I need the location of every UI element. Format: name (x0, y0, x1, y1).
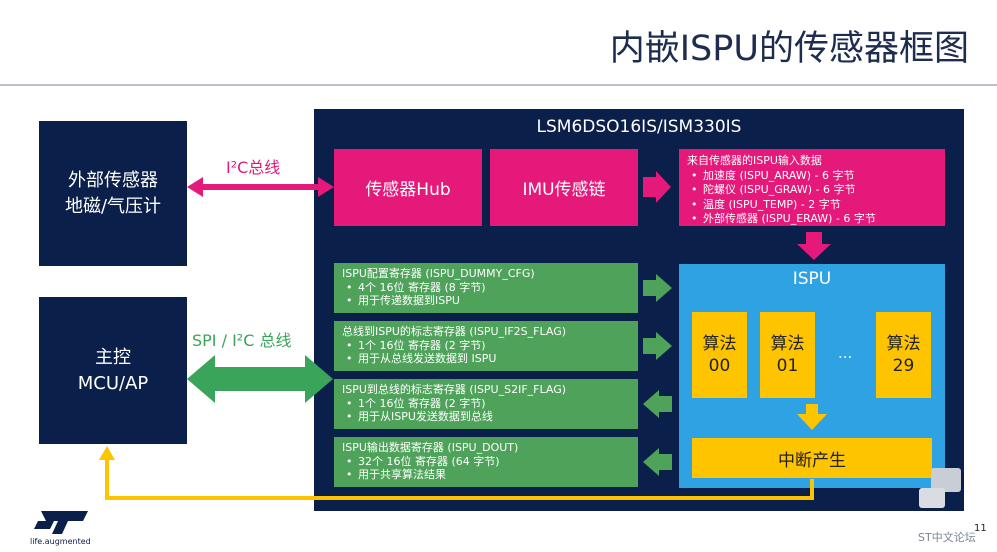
algorithm-number: 01 (776, 356, 799, 376)
watermark-bubble-icon (919, 468, 961, 508)
algorithm-name: 算法 (702, 334, 737, 354)
algorithm-number: 00 (708, 356, 731, 376)
register-arrow-right-1 (643, 274, 672, 302)
title-divider (0, 84, 997, 86)
ispu-label: ISPU (792, 269, 832, 289)
mcu-label-1: 主控 (95, 346, 131, 368)
register-s2if-flag: ISPU到总线的标志寄存器 (ISPU_S2IF_FLAG) 1个 16位 寄存… (334, 379, 638, 429)
spi-bus-arrow (187, 355, 333, 403)
logo-tagline: life.augmented (30, 537, 91, 546)
ispu-input-item: 外部传感器 (ISPU_ERAW) - 6 字节 (687, 212, 937, 227)
external-sensor-box: 外部传感器 地磁/气压计 (39, 121, 187, 266)
i2c-bus-arrow (187, 177, 334, 197)
i2c-bus-label: I²C总线 (226, 158, 281, 177)
register-item: 4个 16位 寄存器 (8 字节) (342, 281, 630, 295)
interrupt-arrowhead (99, 446, 115, 460)
register-title: ISPU输出数据寄存器 (ISPU_DOUT) (342, 441, 519, 454)
ispu-input-heading: 来自传感器的ISPU输入数据 (687, 154, 822, 167)
algorithm-29: 算法 29 (876, 312, 931, 398)
page-number: 11 (974, 523, 987, 534)
ispu-input-item: 温度 (ISPU_TEMP) - 2 字节 (687, 198, 937, 213)
register-item: 1个 16位 寄存器 (2 字节) (342, 339, 630, 353)
mcu-box: 主控 MCU/AP (39, 297, 187, 444)
ispu-input-data-block: 来自传感器的ISPU输入数据 加速度 (ISPU_ARAW) - 6 字节 陀螺… (679, 149, 945, 226)
mcu-label-2: MCU/AP (77, 372, 149, 394)
register-if2s-flag: 总线到ISPU的标志寄存器 (ISPU_IF2S_FLAG) 1个 16位 寄存… (334, 321, 638, 371)
register-arrow-left-4 (643, 448, 672, 476)
interrupt-generation-block: 中断产生 (692, 438, 932, 478)
register-item: 用于共享算法结果 (342, 468, 630, 482)
algo-to-interrupt-arrow (797, 404, 827, 430)
external-sensor-label-1: 外部传感器 (68, 169, 158, 191)
algorithm-01: 算法 01 (760, 312, 815, 398)
register-title: ISPU到总线的标志寄存器 (ISPU_S2IF_FLAG) (342, 383, 567, 396)
register-item: 用于从总线发送数据到 ISPU (342, 352, 630, 366)
algorithm-ellipsis: ... (838, 344, 853, 362)
algorithm-00: 算法 00 (692, 312, 747, 398)
ispu-input-item: 加速度 (ISPU_ARAW) - 6 字节 (687, 169, 937, 184)
register-arrow-left-3 (643, 390, 672, 418)
sensor-hub-block: 传感器Hub (334, 149, 482, 226)
interrupt-line (105, 458, 814, 500)
register-dout: ISPU输出数据寄存器 (ISPU_DOUT) 32个 16位 寄存器 (64 … (334, 437, 638, 487)
input-to-ispu-arrow (797, 232, 831, 260)
imu-chain-block: IMU传感链 (490, 149, 638, 226)
register-item: 1个 16位 寄存器 (2 字节) (342, 397, 630, 411)
spi-i2c-bus-label: SPI / I²C 总线 (192, 331, 292, 350)
register-item: 用于从ISPU发送数据到总线 (342, 410, 630, 424)
register-dummy-cfg: ISPU配置寄存器 (ISPU_DUMMY_CFG) 4个 16位 寄存器 (8… (334, 263, 638, 313)
register-title: ISPU配置寄存器 (ISPU_DUMMY_CFG) (342, 267, 535, 280)
page-title: 内嵌ISPU的传感器框图 (609, 29, 969, 69)
chip-title: LSM6DSO16IS/ISM330IS (536, 117, 742, 137)
external-sensor-label-2: 地磁/气压计 (64, 195, 162, 217)
register-item: 32个 16位 寄存器 (64 字节) (342, 455, 630, 469)
algorithm-name: 算法 (770, 334, 805, 354)
register-title: 总线到ISPU的标志寄存器 (ISPU_IF2S_FLAG) (342, 325, 567, 338)
imu-to-input-arrow (643, 171, 671, 203)
ispu-input-item: 陀螺仪 (ISPU_GRAW) - 6 字节 (687, 183, 937, 198)
watermark-text: ST中文论坛 (918, 531, 976, 544)
register-item: 用于传递数据到ISPU (342, 294, 630, 308)
register-arrow-right-2 (643, 332, 672, 360)
st-logo (34, 511, 88, 534)
algorithm-number: 29 (892, 356, 915, 376)
algorithm-name: 算法 (886, 334, 921, 354)
